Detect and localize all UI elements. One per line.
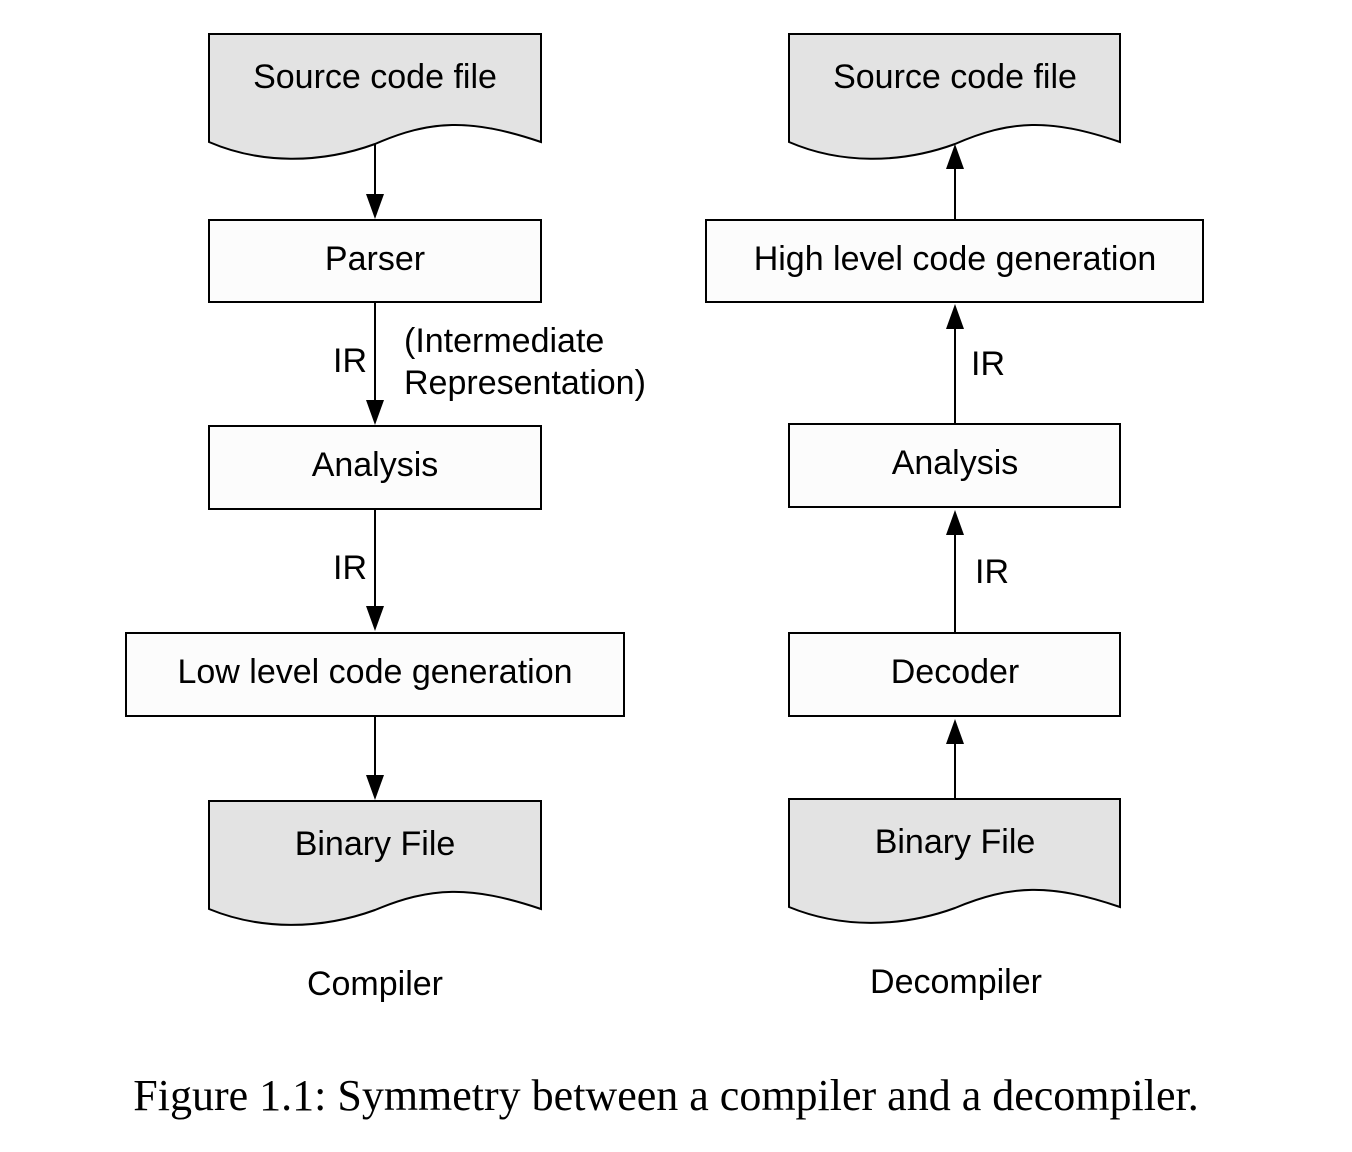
figure-caption: Figure 1.1: Symmetry between a compiler … [133,1071,1198,1120]
compiler-source-file-node: Source code file [208,33,542,160]
decompiler-analysis-node: Analysis [788,423,1121,508]
decompiler-decoder-label: Decoder [891,653,1020,691]
compiler-caption: Compiler [307,965,443,1003]
compiler-ir-label-1: IR [333,342,367,380]
compiler-analysis-node: Analysis [208,425,542,510]
compiler-flow: Source code file Parser IR (Intermediate… [125,33,646,1003]
compiler-ir-label-2: IR [333,549,367,587]
compiler-arrow-analysis-to-codegen [366,509,384,631]
compiler-binary-file-node: Binary File [208,800,542,926]
decompiler-codegen-label: High level code generation [754,240,1157,278]
compiler-arrow-source-to-parser [366,144,384,219]
decompiler-decoder-node: Decoder [788,632,1121,717]
compiler-source-file-label: Source code file [253,58,497,96]
ir-note-line-1: (Intermediate [404,322,604,360]
decompiler-arrow-codegen-to-source [946,144,964,220]
compiler-arrow-parser-to-analysis [366,302,384,425]
decompiler-source-file-label: Source code file [833,58,1077,96]
compiler-parser-label: Parser [325,240,425,278]
decompiler-flow: Source code file High level code generat… [705,33,1204,1001]
ir-note-line-2: Representation) [404,364,646,402]
compiler-codegen-node: Low level code generation [125,632,625,717]
decompiler-codegen-node: High level code generation [705,219,1204,303]
decompiler-source-file-node: Source code file [788,33,1121,160]
compiler-parser-node: Parser [208,219,542,303]
decompiler-binary-file-node: Binary File [788,798,1121,924]
decompiler-caption: Decompiler [870,963,1042,1001]
decompiler-binary-file-label: Binary File [875,823,1036,861]
decompiler-ir-label-2: IR [975,553,1009,591]
decompiler-arrow-analysis-to-codegen [946,304,964,424]
compiler-analysis-label: Analysis [312,446,439,484]
decompiler-arrow-binary-to-decoder [946,719,964,799]
compiler-codegen-label: Low level code generation [177,653,572,691]
decompiler-arrow-decoder-to-analysis [946,510,964,633]
decompiler-ir-label-1: IR [971,345,1005,383]
compiler-binary-file-label: Binary File [295,825,456,863]
decompiler-analysis-label: Analysis [892,444,1019,482]
compiler-arrow-codegen-to-binary [366,716,384,800]
